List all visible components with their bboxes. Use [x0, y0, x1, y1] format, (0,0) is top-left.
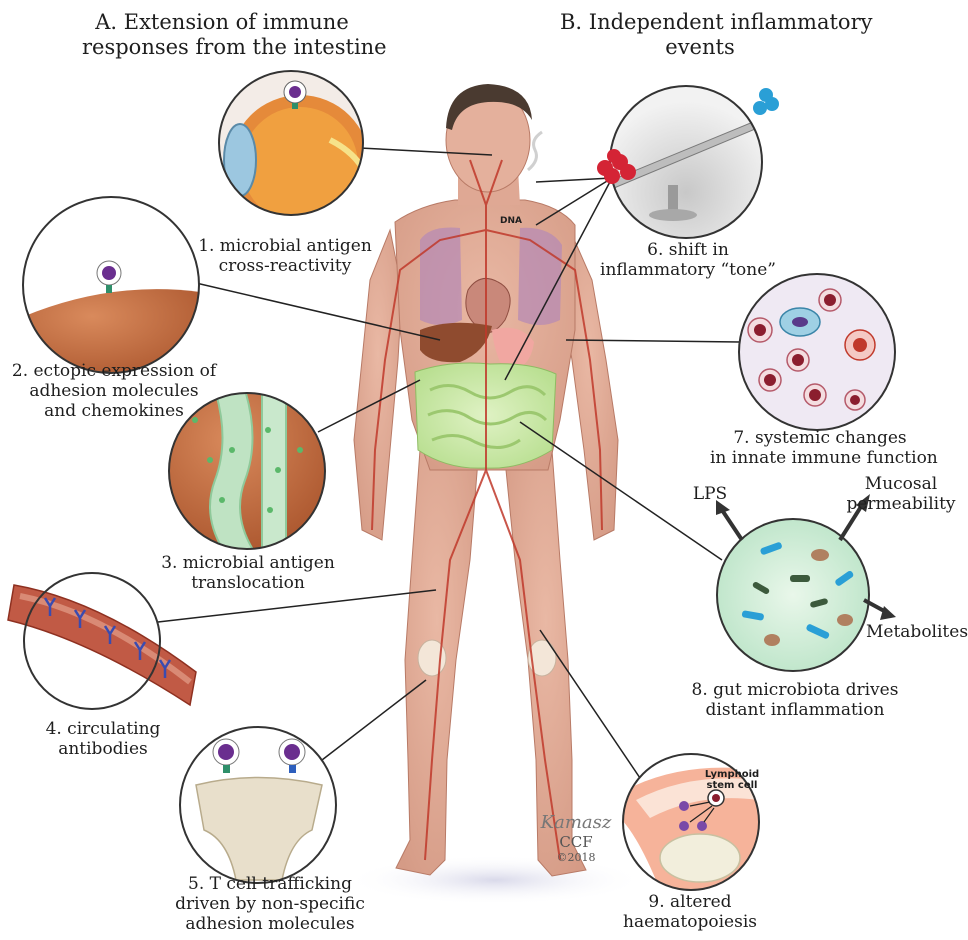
label-5-line3: adhesion molecules	[170, 914, 370, 934]
artist-signature: Kamasz CCF ©2018	[536, 812, 616, 864]
label-6-line2: inflammatory “tone”	[598, 260, 778, 280]
label-4: 4. circulating antibodies	[28, 719, 178, 759]
label-4-line1: 4. circulating	[28, 719, 178, 739]
label-4-line2: antibodies	[28, 739, 178, 759]
header-b: B. Independent inflammatory events	[560, 10, 840, 60]
connector-6b	[536, 178, 612, 225]
label-2-line2: adhesion molecules	[6, 381, 222, 401]
label-6: 6. shift in inflammatory “tone”	[598, 240, 778, 280]
signature-year: ©2018	[536, 851, 616, 864]
lps-label: LPS	[680, 484, 740, 504]
inset-microbiota	[716, 494, 896, 671]
connector-4	[158, 590, 436, 622]
connector-6a	[536, 178, 612, 182]
label-5-line2: driven by non-specific	[170, 894, 370, 914]
stem-cell-label: Lymphoid stem cell	[702, 770, 762, 791]
stem-cell-line2: stem cell	[702, 781, 762, 792]
mucosal-line1: Mucosal	[838, 474, 964, 494]
anti-inflammatory-cells	[753, 88, 779, 115]
label-5: 5. T cell trafficking driven by non-spec…	[170, 874, 370, 934]
dna-label: DNA	[496, 216, 526, 227]
header-b-line1: B. Independent inflammatory	[560, 10, 840, 35]
label-7-line1: 7. systemic changes	[710, 428, 930, 448]
header-b-line2: events	[560, 35, 840, 60]
mucosal-line2: permeability	[838, 494, 964, 514]
label-7-line2: in innate immune function	[710, 448, 930, 468]
signature-name: Kamasz	[536, 812, 616, 833]
lps-arrow	[722, 510, 742, 540]
label-9-line1: 9. altered	[620, 892, 760, 912]
label-2: 2. ectopic expression of adhesion molecu…	[6, 361, 222, 421]
inset-inflammatory-tone	[588, 86, 779, 238]
label-8: 8. gut microbiota drives distant inflamm…	[690, 680, 900, 720]
label-2-line1: 2. ectopic expression of	[6, 361, 222, 381]
label-9: 9. altered haematopoiesis	[620, 892, 760, 932]
label-6-line1: 6. shift in	[598, 240, 778, 260]
inset-antibodies	[8, 573, 196, 709]
header-a-line2: responses from the intestine	[82, 35, 362, 60]
label-1-line1: 1. microbial antigen	[185, 236, 385, 256]
label-7: 7. systemic changes in innate immune fun…	[710, 428, 930, 468]
stem-cell-line1: Lymphoid	[702, 770, 762, 781]
label-8-line2: distant inflammation	[690, 700, 900, 720]
label-3: 3. microbial antigen translocation	[150, 553, 346, 593]
label-2-line3: and chemokines	[6, 401, 222, 421]
label-1: 1. microbial antigen cross-reactivity	[185, 236, 385, 276]
signature-org: CCF	[536, 833, 616, 851]
label-3-line1: 3. microbial antigen	[150, 553, 346, 573]
inset-ectopic-expression	[20, 197, 200, 380]
inset-innate-immune	[739, 274, 895, 430]
human-figure	[354, 84, 618, 876]
label-9-line2: haematopoiesis	[620, 912, 760, 932]
metabolites-label: Metabolites	[866, 622, 966, 642]
label-5-line1: 5. T cell trafficking	[170, 874, 370, 894]
inset-eye	[219, 71, 372, 235]
header-a-line1: A. Extension of immune	[82, 10, 362, 35]
header-a: A. Extension of immune responses from th…	[82, 10, 362, 60]
inset-t-cell-trafficking	[180, 727, 336, 883]
mucosal-permeability-label: Mucosal permeability	[838, 474, 964, 514]
label-1-line2: cross-reactivity	[185, 256, 385, 276]
label-3-line2: translocation	[150, 573, 346, 593]
label-8-line1: 8. gut microbiota drives	[690, 680, 900, 700]
